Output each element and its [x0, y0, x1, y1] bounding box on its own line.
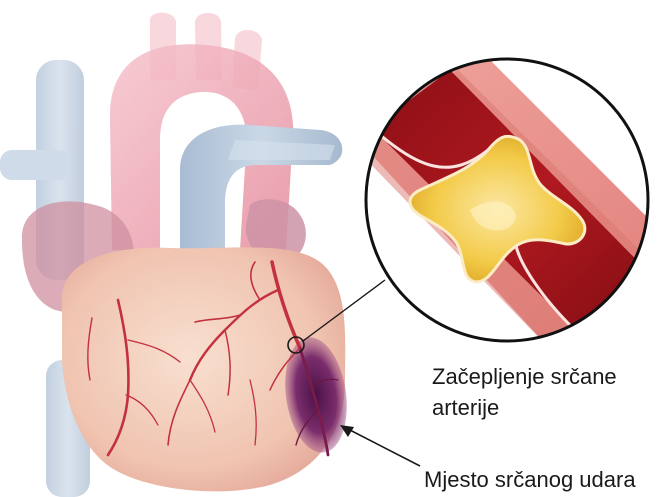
blockage-label-line1: Začepljenje srčane: [432, 361, 617, 392]
heart-attack-arrow: [340, 425, 420, 466]
blockage-label-line2: arterije: [432, 392, 617, 423]
magnified-artery: [340, 40, 660, 380]
heart-attack-site-label: Mjesto srčanog udara: [424, 464, 636, 495]
blockage-label: Začepljenje srčane arterije: [432, 361, 617, 423]
